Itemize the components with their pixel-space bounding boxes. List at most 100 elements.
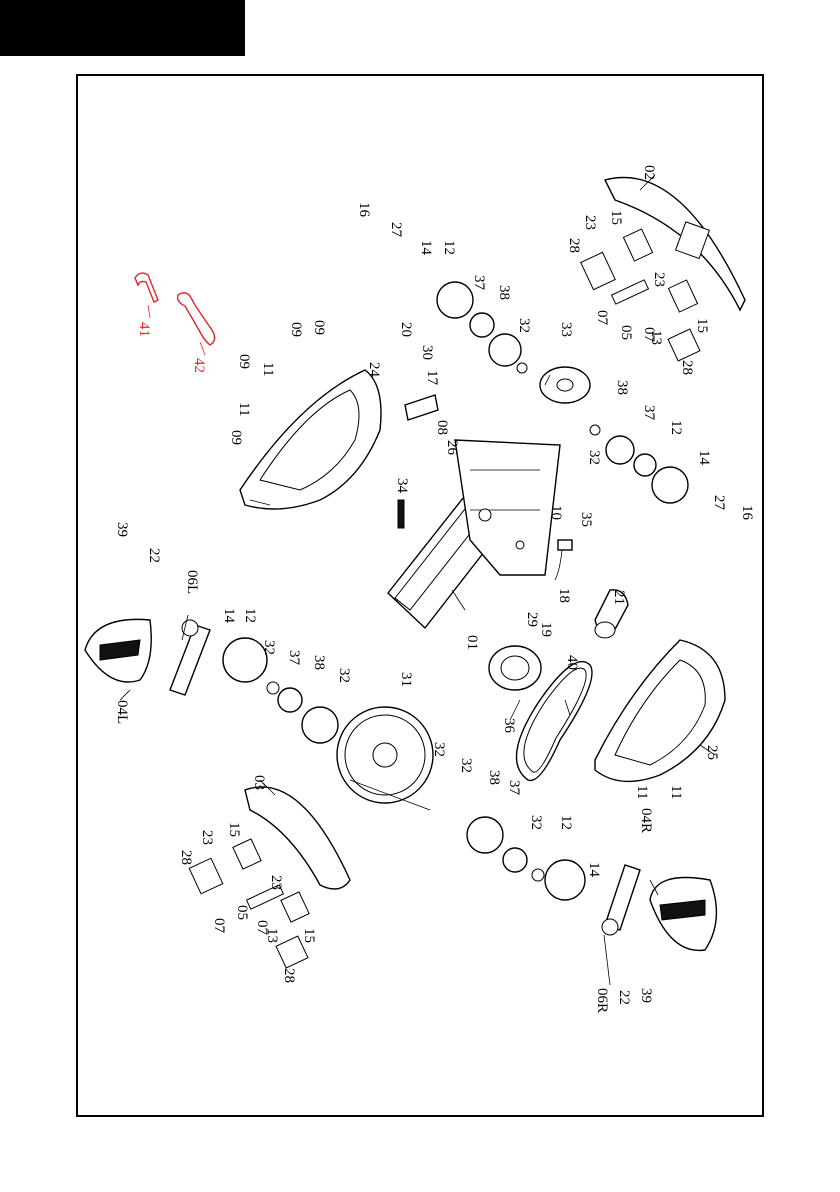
pedal-04R [650,878,716,951]
label-27a: 27 [388,222,404,238]
label-34: 34 [394,478,410,494]
label-09c: 09 [236,354,252,369]
label-32a: 32 [516,318,532,333]
wrench-42-icon [178,293,215,345]
label-23b: 23 [651,272,667,287]
label-12a: 12 [441,240,457,255]
label-36: 36 [501,718,517,734]
label-14a: 14 [418,240,434,256]
bolt-34 [398,500,404,528]
crank-06L [170,620,210,695]
main-frame-01 [388,440,560,628]
label-29: 29 [524,612,540,627]
label-17: 17 [424,370,440,386]
label-37c: 37 [286,650,302,666]
label-28c: 28 [178,850,194,865]
sensor-35 [555,540,572,580]
label-23a: 23 [582,215,598,230]
cover-03 [245,787,350,889]
label-04R: 04R [638,808,654,833]
label-23d: 23 [268,875,284,890]
label-24: 24 [366,362,382,378]
crank-06R [602,865,640,935]
brake-36 [489,646,541,690]
label-12d: 12 [558,815,574,830]
label-10: 10 [548,505,564,520]
label-35: 35 [578,512,594,527]
label-22b: 22 [616,990,632,1005]
disc-stack-left [223,638,338,743]
flywheel-31 [337,707,433,810]
disc-stack-top [437,282,527,373]
label-32d: 32 [336,668,352,683]
label-37d: 37 [506,780,522,796]
label-03: 03 [251,775,267,790]
label-11c: 11 [634,785,650,799]
label-16b: 16 [739,505,755,521]
label-23c: 23 [199,830,215,845]
label-04L: 04L [114,700,130,724]
label-27b: 27 [711,495,727,511]
label-40: 40 [564,655,580,670]
label-22a: 22 [146,548,162,563]
pedal-04L [85,619,151,682]
plates-bottom [189,839,309,968]
label-38d: 38 [486,770,502,785]
label-15a: 15 [608,210,624,225]
hex-key-41-icon [135,273,158,302]
label-30: 30 [419,345,435,360]
label-14b: 14 [696,450,712,466]
label-13a: 13 [648,330,664,345]
label-14c: 14 [221,608,237,624]
label-33: 33 [558,322,574,337]
label-32e: 32 [431,742,447,757]
label-32f: 32 [458,758,474,773]
label-07c: 07 [211,918,227,934]
label-38b: 38 [614,380,630,395]
label-06R: 06R [594,988,610,1013]
label-38a: 38 [496,285,512,300]
label-16a: 16 [356,202,372,218]
label-15c: 15 [226,822,242,837]
label-38c: 38 [311,655,327,670]
label-02: 02 [641,165,657,180]
label-15b: 15 [694,318,710,333]
label-05a: 05 [618,325,634,340]
bracket-17 [405,395,438,420]
label-12b: 12 [668,420,684,435]
label-01: 01 [464,635,480,650]
label-25: 25 [704,745,720,760]
label-07a: 07 [594,310,610,326]
label-39b: 39 [638,988,654,1003]
label-06L: 06L [184,570,200,594]
label-12c: 12 [242,608,258,623]
label-32c: 32 [261,640,277,655]
label-09b: 09 [311,320,327,335]
label-09d: 09 [228,430,244,445]
label-37b: 37 [641,405,657,421]
label-32g: 32 [528,815,544,830]
label-31: 31 [398,672,414,687]
pulley-33 [540,367,590,403]
label-08: 08 [434,420,450,435]
label-09a: 09 [288,322,304,337]
label-26: 26 [444,440,460,456]
label-11d: 11 [668,785,684,799]
label-37a: 37 [471,275,487,291]
shroud-25 [595,640,725,781]
label-28a: 28 [566,238,582,253]
label-39a: 39 [114,522,130,537]
label-32b: 32 [586,450,602,465]
shroud-24 [240,370,381,509]
label-28d: 28 [281,968,297,983]
label-28b: 28 [679,360,695,375]
label-05b: 05 [234,905,250,920]
label-20: 20 [398,322,414,337]
label-13b: 13 [264,928,280,943]
label-11b: 11 [236,402,252,416]
label-11a: 11 [260,362,276,376]
label-42: 42 [191,358,207,373]
label-15d: 15 [301,928,317,943]
label-41: 41 [136,322,152,337]
